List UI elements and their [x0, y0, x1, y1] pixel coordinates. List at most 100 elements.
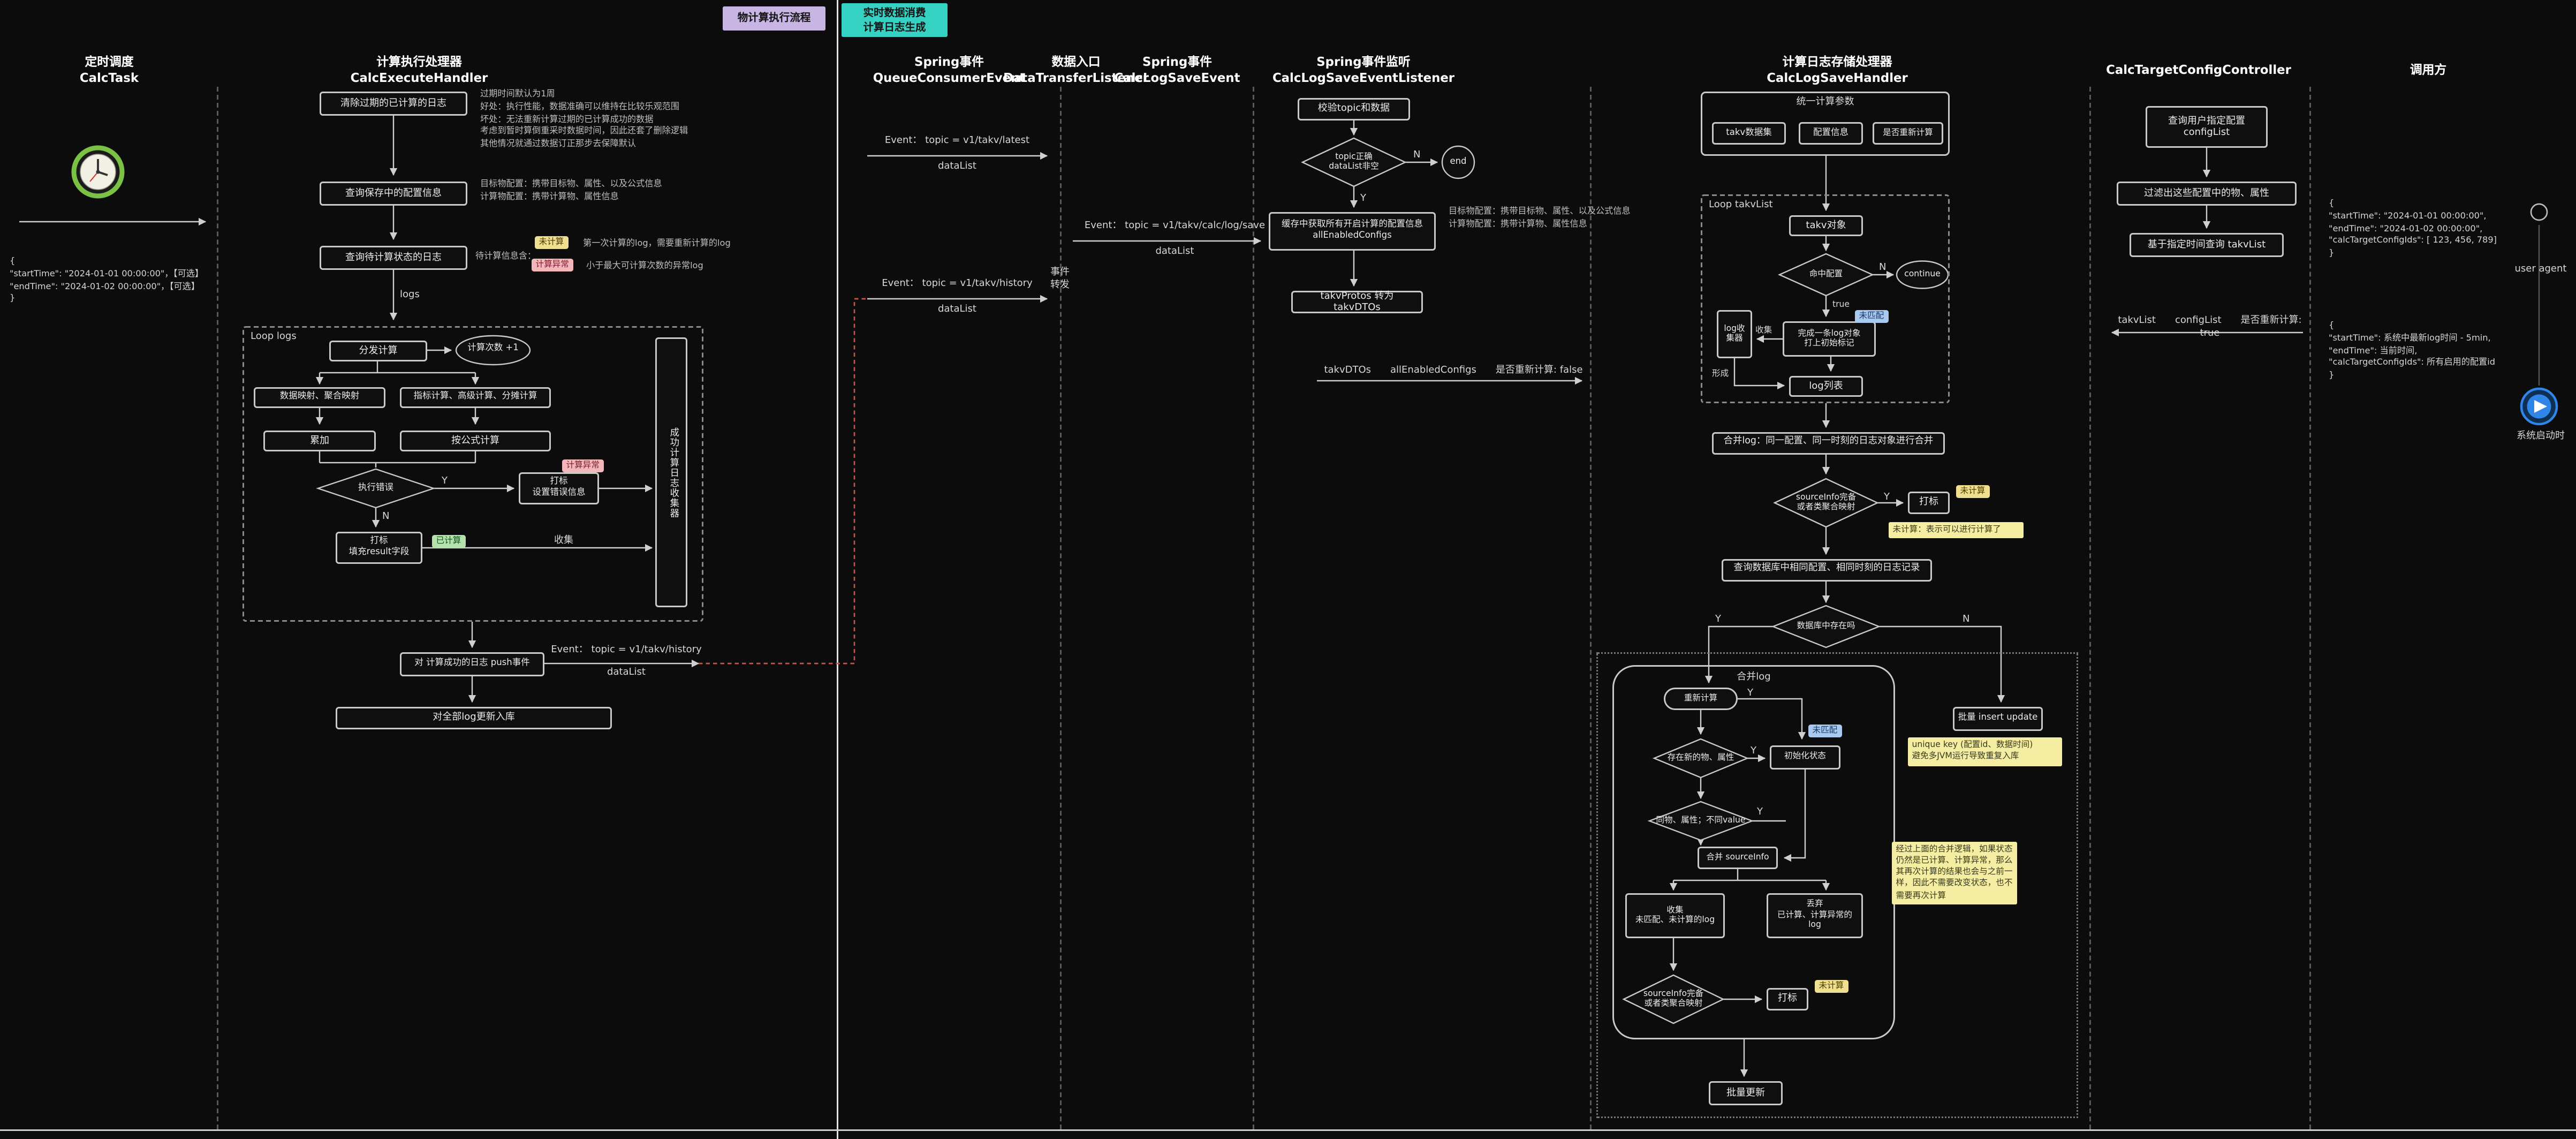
latest-event-label: Event： topic = v1/takv/latest — [884, 135, 1030, 146]
hit-config-decision-label: 命中配置 — [1809, 269, 1843, 280]
no-label: N — [1413, 149, 1421, 161]
hit-config-decision-shape — [1778, 253, 1874, 297]
config-note-2: 目标物配置：携带目标物、属性、以及公式信息 计算物配置：携带计算物、属性信息 — [1449, 207, 1631, 230]
yes-label: Y — [442, 476, 448, 487]
not-calculated-meaning-note: 未计算：表示可以进行计算了 — [1889, 522, 2024, 539]
config-info-node: 配置信息 — [1799, 122, 1863, 145]
merge-log-container-title: 合并log — [1737, 672, 1771, 683]
formula-calc-node: 按公式计算 — [400, 431, 551, 451]
unified-params-container — [1701, 92, 1950, 156]
legend-realtime-flow: 实时数据消费 计算日志生成 — [842, 3, 948, 37]
calc-error-note: 小于最大可计算次数的异常log — [586, 262, 703, 271]
user-agent-label: user agent — [2514, 263, 2567, 275]
logs-edge-label: logs — [400, 289, 420, 300]
merge-sourceinfo-node: 合并 sourceInfo — [1698, 847, 1778, 869]
takv-object-node: takv对象 — [1789, 215, 1863, 236]
save-event-label: Event： topic = v1/takv/calc/log/save — [1084, 220, 1266, 231]
user-icon — [2530, 203, 2548, 221]
not-calculated-note: 第一次计算的log，需要重新计算的log — [583, 239, 731, 249]
new-attr-decision-label: 存在新的物、属性 — [1667, 753, 1734, 763]
batch-update-node: 批量更新 — [1709, 1081, 1783, 1105]
loop-logs-container — [243, 326, 703, 622]
lane-divider — [2089, 87, 2091, 1129]
sourceinfo2-decision-label: sourceInfo完备 或者类聚合映射 — [1643, 989, 1704, 1009]
form-edge-label: 形成 — [1712, 369, 1729, 379]
end-terminal-shape — [1441, 145, 1475, 179]
init-state-node: 初始化状态 — [1770, 745, 1840, 770]
save-datalist-label: dataList — [1155, 246, 1194, 257]
exec-error-decision-shape — [316, 468, 436, 509]
query-saved-config-node: 查询保存中的配置信息 — [320, 182, 467, 206]
merge-outer-container — [1596, 652, 2078, 1118]
same-attr-decision-label: 同物、属性；不同value — [1656, 816, 1746, 826]
lane-header-caller: 调用方 — [2410, 63, 2447, 77]
caller-payload-2: { "startTime": 系统中最新log时间 - 5min, "endTi… — [2329, 321, 2496, 381]
history-event-label: Event： topic = v1/takv/history — [551, 644, 702, 655]
lane-divider — [1590, 87, 1592, 1129]
lane-divider — [217, 87, 218, 1129]
lane-header-calcexecutehandler: 计算执行处理器 CalcExecuteHandler — [350, 55, 488, 86]
sourceinfo2-decision-shape — [1622, 974, 1725, 1024]
query-user-config-node: 查询用户指定配置 configList — [2146, 106, 2268, 148]
badge-calc-error: 计算异常 — [532, 259, 573, 272]
badge-calculated: 已计算 — [432, 535, 465, 548]
mark-node-2: 打标 — [1767, 988, 1808, 1010]
lane-header-calctargetconfigcontroller: CalcTargetConfigController — [2106, 63, 2291, 77]
event-forward-label: 事件 转发 — [1050, 267, 1070, 291]
yes-label: Y — [1757, 806, 1763, 818]
continue-terminal-label: continue — [1904, 269, 1941, 280]
legend-calc-flow: 物计算执行流程 — [723, 6, 825, 31]
history-datalist-label: dataList — [607, 667, 646, 678]
clock-icon — [71, 145, 125, 199]
discard-logs-node: 丢弃 已计算、计算异常的log — [1767, 893, 1863, 938]
lane-header-queueconsumerevent: Spring事件 QueueConsumerEvent — [873, 55, 1026, 86]
lane-header-datatransferlistener: 数据入口 DataTransferListener — [1003, 55, 1149, 86]
log-collector-node: log收集器 — [1717, 310, 1752, 358]
update-all-logs-node: 对全部log更新入库 — [336, 707, 612, 729]
section-divider — [837, 0, 839, 1139]
lane-header-calctask: 定时调度 CalcTask — [79, 55, 139, 86]
collect-edge-label-2: 收集 — [1755, 326, 1772, 336]
same-attr-decision-shape — [1647, 801, 1754, 841]
dispatch-calc-node: 分发计算 — [329, 341, 427, 361]
no-label: N — [1963, 614, 1970, 625]
yes-label: Y — [1884, 492, 1890, 503]
mark-error-node: 打标 设置错误信息 — [519, 472, 599, 504]
query-pending-logs-node: 查询待计算状态的日志 — [320, 246, 467, 270]
lane-header-calclogsaveevent: Spring事件 CalcLogSaveEvent — [1114, 55, 1240, 86]
create-log-node: 完成一条log对象 打上初始标记 — [1783, 321, 1876, 357]
mark-done-node: 打标 填充result字段 — [336, 532, 422, 564]
yes-label: Y — [1747, 688, 1754, 699]
system-startup-label: 系统启动时 — [2516, 431, 2565, 442]
unique-key-note: unique key (配置id、数据时间) 避免多JVM运行导致重复入库 — [1908, 737, 2062, 766]
config-note: 目标物配置：携带目标物、属性、以及公式信息 计算物配置：携带计算物、属性信息 — [480, 180, 662, 202]
db-exists-decision-label: 数据库中存在吗 — [1797, 621, 1855, 631]
lane-header-calclogsavehandler: 计算日志存储处理器 CalcLogSaveHandler — [1767, 55, 1908, 86]
true-label: true — [1832, 300, 1850, 310]
latest-datalist-label: dataList — [937, 161, 976, 172]
bottom-border — [0, 1129, 2576, 1132]
merge-logic-note: 经过上面的合并逻辑，如果状态仍然是已计算、计算异常，那么其再次计算的结果也会与之… — [1892, 842, 2017, 906]
calc-count-shape — [455, 335, 531, 366]
exec-error-decision-label: 执行错误 — [358, 482, 393, 493]
play-icon — [2520, 387, 2558, 426]
handler-args-label: takvDTOs allEnabledConfigs 是否重新计算: false — [1324, 365, 1583, 376]
topic-check-decision-shape — [1301, 137, 1407, 187]
recalc-node: 重新计算 — [1664, 688, 1738, 710]
badge-not-calculated-2: 未计算 — [1956, 485, 1989, 499]
lane-header-calclogsaveeventlistener: Spring事件监听 CalcLogSaveEventListener — [1272, 55, 1455, 86]
history-datalist-label-2: dataList — [937, 304, 976, 315]
history-event-label-2: Event： topic = v1/takv/history — [882, 278, 1033, 289]
caller-payload-1: { "startTime": "2024-01-01 00:00:00", "e… — [2329, 199, 2497, 259]
expire-note: 过期时间默认为1周 好处：执行性能，数据准确可以维持在比较乐观范围 坏处：无法重… — [480, 90, 688, 150]
query-takvlist-node: 基于指定时间查询 takvList — [2130, 233, 2284, 257]
decision-shapes — [316, 137, 1949, 1024]
get-enabled-configs-node: 缓存中获取所有开启计算的配置信息 allEnabledConfigs — [1269, 212, 1436, 251]
accumulate-node: 累加 — [263, 431, 376, 451]
sourceinfo-decision-shape — [1773, 478, 1879, 528]
success-log-collector-node: 成功计算日志收集器 — [655, 337, 687, 607]
log-list-node: log列表 — [1789, 376, 1863, 397]
query-db-node: 查询数据库中相同配置、相同时刻的日志记录 — [1722, 559, 1932, 582]
badge-unmatched-2: 未匹配 — [1808, 725, 1842, 738]
